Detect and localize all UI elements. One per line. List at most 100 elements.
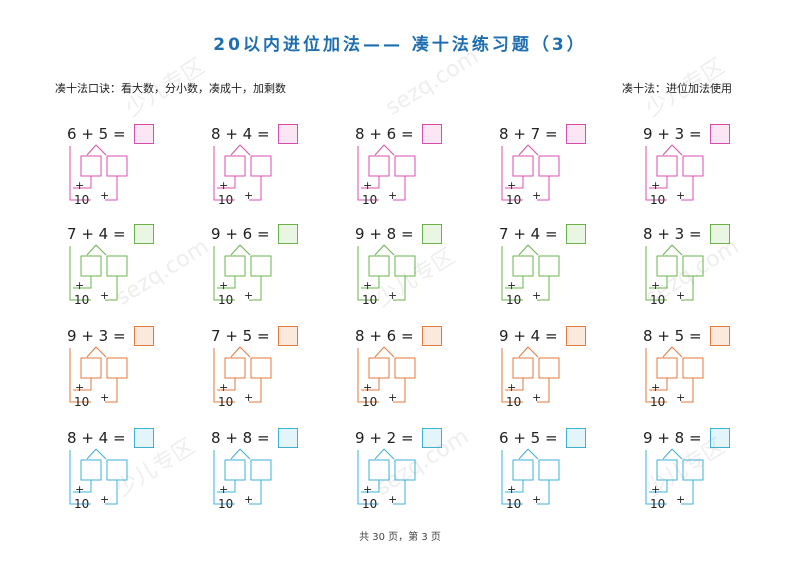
answer-box[interactable] bbox=[422, 224, 442, 244]
inner-plus-sign: + bbox=[363, 483, 373, 496]
addend-b: 4 bbox=[98, 429, 109, 447]
remainder-line bbox=[249, 276, 262, 301]
inner-plus-sign: + bbox=[507, 381, 517, 394]
addend-b: 5 bbox=[530, 429, 541, 447]
split-box-right bbox=[106, 357, 128, 379]
split-box-right bbox=[538, 357, 560, 379]
make-ten-bracket bbox=[73, 276, 92, 289]
inner-plus-sign: + bbox=[75, 279, 85, 292]
problem-expression: 9 + 6 = bbox=[211, 224, 270, 244]
inner-plus-sign: + bbox=[219, 179, 229, 192]
answer-box[interactable] bbox=[278, 428, 298, 448]
decomposition-diagram bbox=[645, 144, 704, 201]
decomposition-diagram bbox=[213, 244, 272, 301]
addend-b: 6 bbox=[386, 125, 397, 143]
plus-sign: + bbox=[364, 225, 387, 243]
plus-sign: + bbox=[220, 327, 243, 345]
answer-box[interactable] bbox=[134, 428, 154, 448]
answer-box[interactable] bbox=[710, 326, 730, 346]
first-addend-bracket bbox=[69, 146, 91, 201]
addend-a: 7 bbox=[67, 225, 77, 243]
answer-box[interactable] bbox=[710, 428, 730, 448]
equals-sign: = bbox=[540, 225, 558, 243]
decomposition-diagram bbox=[213, 144, 272, 201]
equals-sign: = bbox=[396, 327, 414, 345]
split-box-right bbox=[106, 255, 128, 277]
remainder-line bbox=[537, 276, 550, 301]
first-addend-bracket bbox=[357, 348, 379, 403]
first-addend-bracket bbox=[501, 246, 523, 301]
make-ten-bracket bbox=[361, 480, 380, 493]
plus-sign: + bbox=[220, 125, 243, 143]
answer-box[interactable] bbox=[566, 124, 586, 144]
split-box-right bbox=[394, 357, 416, 379]
equals-sign: = bbox=[684, 125, 702, 143]
mnemonic-note: 凑十法口诀：看大数，分小数，凑成十，加剩数 bbox=[55, 82, 286, 95]
addend-b: 5 bbox=[242, 327, 253, 345]
inner-plus-sign: + bbox=[507, 179, 517, 192]
answer-box[interactable] bbox=[566, 428, 586, 448]
problem-expression: 8 + 7 = bbox=[499, 124, 558, 144]
plus-sign: + bbox=[652, 225, 675, 243]
first-addend-bracket bbox=[69, 348, 91, 403]
split-box-right bbox=[538, 255, 560, 277]
first-addend-bracket bbox=[501, 146, 523, 201]
answer-box[interactable] bbox=[278, 224, 298, 244]
decomposition-diagram bbox=[645, 448, 704, 505]
plus-sign: + bbox=[508, 429, 531, 447]
plus-sign: + bbox=[76, 225, 99, 243]
problem-cell: 9 + 8 =+10+ bbox=[643, 428, 730, 520]
answer-box[interactable] bbox=[566, 224, 586, 244]
plus-sign: + bbox=[508, 327, 531, 345]
split-box-left bbox=[512, 255, 534, 277]
remainder-plus-sign: + bbox=[676, 289, 686, 302]
ten-label: 10 bbox=[218, 293, 234, 307]
answer-box[interactable] bbox=[278, 124, 298, 144]
inner-plus-sign: + bbox=[75, 179, 85, 192]
ten-label: 10 bbox=[650, 193, 666, 207]
remainder-line bbox=[681, 176, 694, 201]
answer-box[interactable] bbox=[422, 124, 442, 144]
equals-sign: = bbox=[108, 327, 126, 345]
addend-a: 8 bbox=[355, 327, 365, 345]
problem-cell: 9 + 4 =+10+ bbox=[499, 326, 586, 418]
answer-box[interactable] bbox=[566, 326, 586, 346]
make-ten-bracket bbox=[361, 378, 380, 391]
answer-box[interactable] bbox=[134, 224, 154, 244]
addend-a: 9 bbox=[643, 429, 653, 447]
problem-expression: 8 + 6 = bbox=[355, 124, 414, 144]
ten-label: 10 bbox=[362, 395, 378, 409]
answer-box[interactable] bbox=[278, 326, 298, 346]
decomposition-diagram bbox=[501, 144, 560, 201]
answer-box[interactable] bbox=[422, 326, 442, 346]
split-lines bbox=[518, 244, 539, 256]
equals-sign: = bbox=[252, 225, 270, 243]
answer-box[interactable] bbox=[710, 224, 730, 244]
split-box-right bbox=[106, 155, 128, 177]
decomposition-diagram bbox=[357, 346, 416, 403]
split-box-right bbox=[682, 459, 704, 481]
addend-a: 9 bbox=[67, 327, 77, 345]
problem-cell: 8 + 4 =+10+ bbox=[211, 124, 298, 216]
split-box-left bbox=[368, 255, 390, 277]
answer-box[interactable] bbox=[134, 326, 154, 346]
remainder-plus-sign: + bbox=[100, 391, 110, 404]
remainder-line bbox=[105, 176, 118, 201]
equals-sign: = bbox=[540, 429, 558, 447]
first-addend-bracket bbox=[645, 450, 667, 505]
answer-box[interactable] bbox=[422, 428, 442, 448]
split-lines bbox=[518, 346, 539, 358]
decomposition-diagram bbox=[69, 448, 128, 505]
answer-box[interactable] bbox=[134, 124, 154, 144]
remainder-line bbox=[537, 378, 550, 403]
problem-expression: 7 + 5 = bbox=[211, 326, 270, 346]
inner-plus-sign: + bbox=[507, 279, 517, 292]
remainder-line bbox=[105, 480, 118, 505]
decomposition-diagram bbox=[357, 144, 416, 201]
remainder-plus-sign: + bbox=[532, 391, 542, 404]
problem-expression: 9 + 3 = bbox=[643, 124, 702, 144]
remainder-plus-sign: + bbox=[100, 493, 110, 506]
answer-box[interactable] bbox=[710, 124, 730, 144]
plus-sign: + bbox=[364, 327, 387, 345]
ten-label: 10 bbox=[362, 293, 378, 307]
